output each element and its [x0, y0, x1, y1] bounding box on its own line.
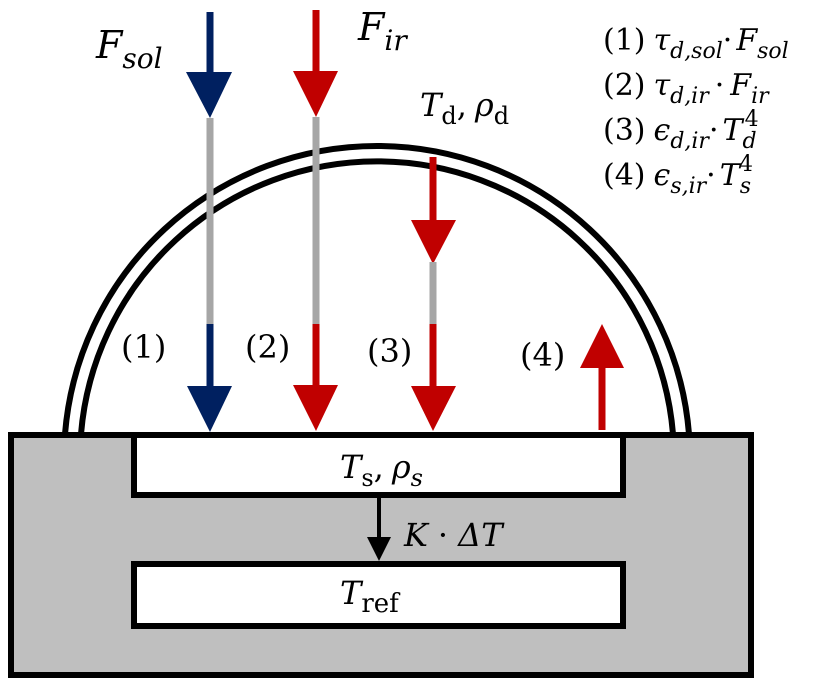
legend-item-3: (3)ϵd,ir·Td4 — [603, 107, 759, 154]
arrow-dome-emission — [411, 157, 456, 431]
arrow-conduction — [367, 498, 391, 561]
legend-item-1: (1)τd,sol·Fsol — [603, 23, 789, 64]
arrow-dome-head-bottom — [411, 386, 456, 431]
label-dome-properties: Td,ρd — [420, 86, 509, 130]
path-label-2: (2) — [245, 328, 290, 366]
path-label-3: (3) — [367, 332, 412, 370]
arrow-ir-transmitted — [293, 10, 338, 431]
arrow-ir-head-bottom — [293, 385, 338, 431]
dome-inner-arc — [78, 158, 676, 435]
label-sensor-properties: Ts,ρs — [340, 448, 423, 492]
arrow-ir-head-top — [293, 71, 338, 117]
arrow-solar-head-top — [186, 72, 232, 118]
legend: (1)τd,sol·Fsol (2)τd,ir·Fir (3)ϵd,ir·Td4… — [603, 23, 789, 199]
arrow-conduction-head — [367, 537, 391, 561]
label-F-ir: Fir — [357, 5, 408, 57]
arrow-solar-transmitted — [186, 12, 232, 432]
dome — [62, 143, 692, 435]
arrow-sensor-head — [580, 324, 624, 368]
path-label-1: (1) — [121, 328, 166, 366]
label-conduction: K·ΔT — [403, 516, 505, 554]
legend-item-4: (4)ϵs,ir·Ts4 — [603, 152, 753, 199]
path-label-4: (4) — [520, 336, 565, 374]
label-F-sol: Fsol — [95, 23, 163, 75]
label-reference-temperature: Tref — [340, 574, 401, 619]
reference-plate — [131, 561, 626, 629]
arrow-dome-head-top — [411, 220, 456, 264]
dome-outer-arc — [62, 143, 692, 435]
arrow-solar-head-bottom — [187, 386, 232, 432]
sensor-plate — [131, 432, 626, 498]
legend-item-2: (2)τd,ir·Fir — [603, 68, 770, 109]
arrow-sensor-emission — [580, 324, 624, 430]
